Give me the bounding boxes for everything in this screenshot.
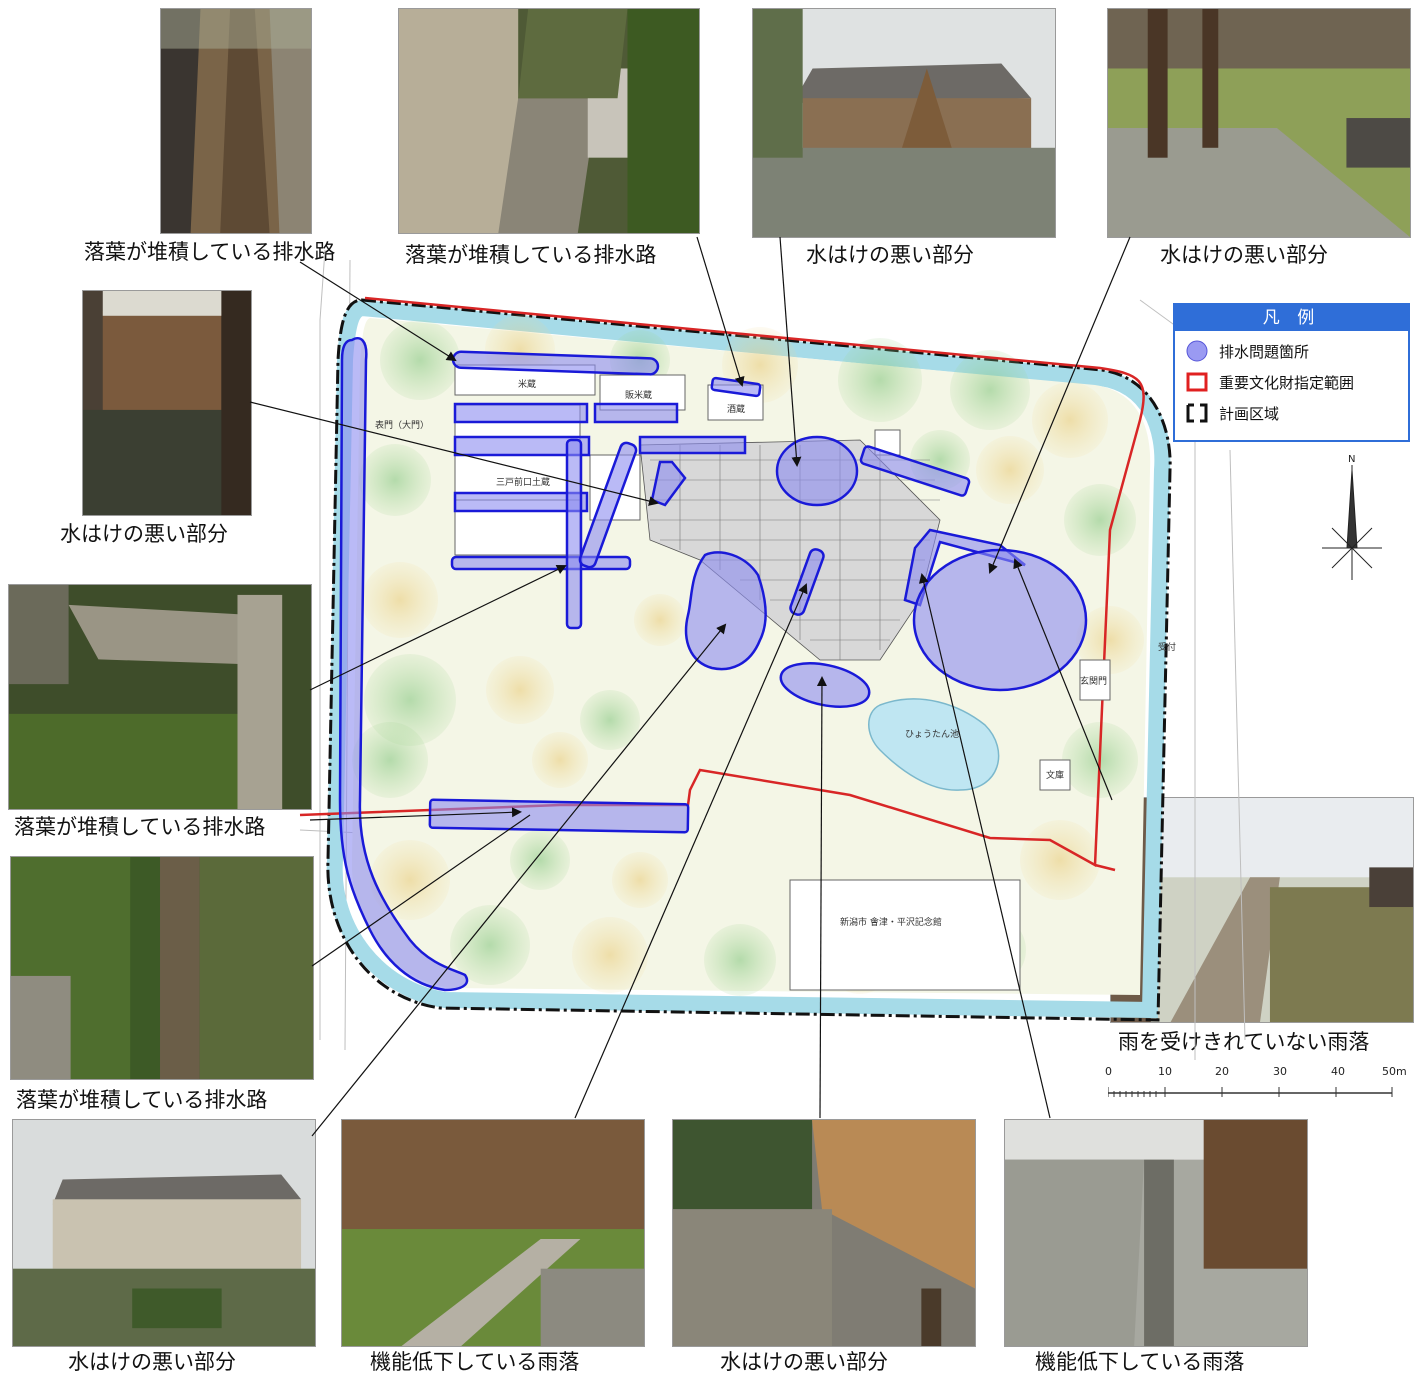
caption-poor-drainage-3: 水はけの悪い部分 bbox=[60, 522, 228, 546]
drainage-problem-swatch-icon bbox=[1186, 340, 1208, 362]
photo-poor-drainage-5 bbox=[672, 1119, 976, 1347]
leader-lines bbox=[249, 236, 1131, 1137]
caption-drain-leaves-1: 落葉が堆積している排水路 bbox=[84, 240, 336, 264]
problem-south-channel bbox=[428, 798, 690, 834]
label-library: 文庫 bbox=[1046, 769, 1064, 781]
planning-area-swatch-icon bbox=[1186, 403, 1208, 423]
caption-gutter-degraded-2: 機能低下している雨落 bbox=[1035, 1350, 1245, 1374]
problem-east-court bbox=[775, 435, 859, 507]
legend-item-planning-area: 計画区域 bbox=[1175, 401, 1279, 425]
problem-west-channel bbox=[338, 336, 469, 992]
photo-drain-leaves-4 bbox=[10, 856, 314, 1080]
label-gate: 表門（大門） bbox=[375, 419, 429, 431]
caption-poor-drainage-2: 水はけの悪い部分 bbox=[1160, 243, 1328, 267]
scale-tick-40: 40 bbox=[1331, 1065, 1345, 1078]
caption-gutter-degraded-1: 機能低下している雨落 bbox=[370, 1350, 580, 1374]
problem-channel-7 bbox=[450, 555, 632, 571]
photo-drain-leaves-1 bbox=[160, 8, 312, 234]
problem-yard-south bbox=[684, 551, 767, 671]
scale-tick-50: 50m bbox=[1382, 1065, 1407, 1078]
label-rice-store: 米蔵 bbox=[518, 378, 536, 390]
important-cultural-property-boundary bbox=[299, 296, 1145, 868]
label-sake-store: 酒蔵 bbox=[727, 403, 745, 415]
label-pond: ひょうたん池 bbox=[905, 728, 959, 740]
problem-channel-4 bbox=[453, 435, 591, 457]
cultural-property-swatch-icon bbox=[1186, 372, 1208, 392]
problem-eave-mid bbox=[789, 548, 825, 616]
legend-item-drainage: 排水問題箇所 bbox=[1175, 339, 1309, 363]
problem-east-eave bbox=[903, 528, 1026, 607]
photo-gutter-degraded-1 bbox=[341, 1119, 645, 1347]
legend-title: 凡 例 bbox=[1175, 305, 1408, 331]
label-reception: 受付 bbox=[1158, 641, 1176, 653]
caption-poor-drainage-1: 水はけの悪い部分 bbox=[806, 243, 974, 267]
caption-gutter-overflow: 雨を受けきれていない雨落 bbox=[1118, 1030, 1370, 1054]
scale-bar: 0 10 20 30 40 50m bbox=[1100, 1065, 1420, 1105]
label-memorial: 新潟市 會津・平沢記念館 bbox=[840, 916, 942, 928]
problem-northeast-eave bbox=[859, 445, 971, 497]
problem-channel-5 bbox=[638, 435, 747, 455]
problem-channel-6 bbox=[453, 491, 589, 513]
photo-poor-drainage-4 bbox=[12, 1119, 316, 1347]
scale-tick-20: 20 bbox=[1215, 1065, 1229, 1078]
problem-channel-3 bbox=[593, 402, 679, 424]
photo-drain-leaves-2 bbox=[398, 8, 700, 234]
north-label: N bbox=[1348, 454, 1355, 465]
legend-label-planning-area: 計画区域 bbox=[1219, 404, 1280, 423]
drainage-problem-areas bbox=[338, 336, 1088, 992]
problem-eave-west bbox=[650, 460, 687, 507]
photo-drain-leaves-3 bbox=[8, 584, 312, 810]
photo-poor-drainage-2 bbox=[1107, 8, 1411, 238]
label-inner-gate: 玄関門 bbox=[1080, 675, 1107, 687]
problem-east-yard bbox=[912, 548, 1088, 692]
label-earth-store: 三戸前口土蔵 bbox=[496, 476, 550, 488]
legend-label-cultural-property: 重要文化財指定範囲 bbox=[1219, 373, 1355, 392]
problem-vertical-channel bbox=[565, 438, 583, 630]
caption-drain-leaves-4: 落葉が堆積している排水路 bbox=[16, 1088, 268, 1112]
photo-poor-drainage-1 bbox=[752, 8, 1056, 238]
scale-tick-30: 30 bbox=[1273, 1065, 1287, 1078]
legend-item-cultural-property: 重要文化財指定範囲 bbox=[1175, 370, 1354, 394]
north-arrow-icon bbox=[1322, 465, 1382, 580]
caption-poor-drainage-5: 水はけの悪い部分 bbox=[720, 1350, 888, 1374]
scale-tick-0: 0 bbox=[1105, 1065, 1112, 1078]
caption-drain-leaves-3: 落葉が堆積している排水路 bbox=[14, 815, 266, 839]
legend-label-drainage: 排水問題箇所 bbox=[1219, 342, 1310, 361]
caption-poor-drainage-4: 水はけの悪い部分 bbox=[68, 1350, 236, 1374]
scale-tick-10: 10 bbox=[1158, 1065, 1172, 1078]
caption-drain-leaves-2: 落葉が堆積している排水路 bbox=[405, 243, 657, 267]
problem-diagonal-channel bbox=[578, 441, 638, 569]
planning-area-boundary bbox=[326, 298, 1172, 1022]
photo-poor-drainage-3 bbox=[82, 290, 252, 516]
problem-channel-2 bbox=[453, 402, 589, 424]
label-sale-store: 販米蔵 bbox=[625, 389, 652, 401]
scale-bar-graphic bbox=[1108, 1087, 1393, 1097]
legend: 凡 例 排水問題箇所 重要文化財指定範囲 計画区域 bbox=[1173, 303, 1410, 442]
photo-gutter-degraded-2 bbox=[1004, 1119, 1308, 1347]
